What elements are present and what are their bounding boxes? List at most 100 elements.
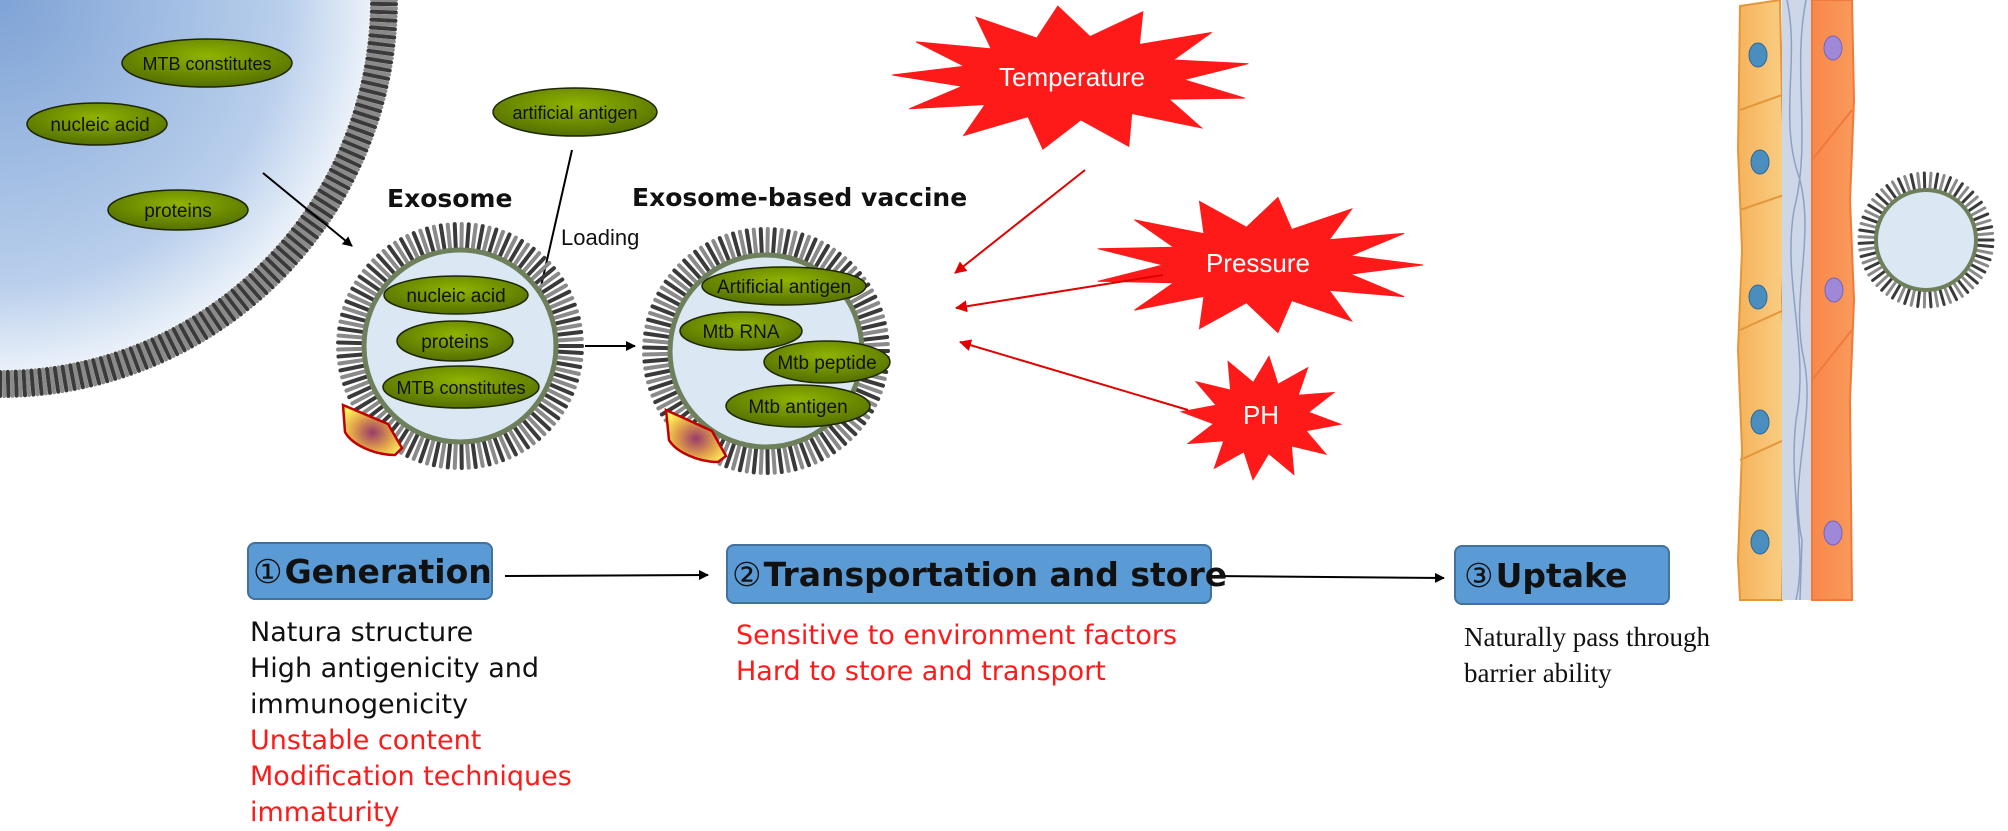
lipid-tick [740, 232, 745, 255]
lipid-tick [1935, 290, 1938, 306]
lipid-tick [754, 449, 756, 473]
lipid-tick [27, 371, 29, 395]
generation-negative-note: Modification techniques [250, 759, 572, 795]
lipid-tick [1859, 243, 1875, 244]
generation-positive-note: immunogenicity [250, 687, 572, 723]
lipid-tick [478, 442, 482, 466]
vaccine-title: Exosome-based vaccine [632, 183, 967, 212]
tissue-barrier [1738, 0, 1854, 600]
lipid-tick [1863, 257, 1878, 262]
factor-label: Temperature [999, 62, 1145, 92]
lipid-tick [761, 449, 762, 473]
lipid-tick [1975, 255, 1990, 260]
factor-label: PH [1243, 400, 1279, 430]
lipid-tick [441, 443, 445, 467]
parent-molecule-mtb-constitutes: MTB constitutes [122, 39, 292, 87]
lipid-tick [338, 354, 362, 356]
lipid-tick [43, 370, 46, 394]
lipid-tick [455, 444, 456, 468]
stage-number: ③ [1464, 556, 1494, 595]
stage-transportation: ② Transportation and store [726, 544, 1212, 604]
lipid-tick [761, 229, 762, 253]
lipid-tick [1860, 230, 1876, 232]
factor-temperature-starburst: Temperature [892, 6, 1248, 149]
exosome-molecule-nucleic-acid: nucleic acid [384, 276, 528, 314]
artificial-antigen-molecule: artificial antigen [493, 88, 657, 136]
pressure-arrow [956, 275, 1163, 308]
lipid-tick [645, 365, 669, 368]
vaccine-molecule-mtb-antigen: Mtb antigen [726, 385, 870, 427]
lipid-tick [1977, 245, 1993, 247]
stage-number: ① [253, 552, 283, 591]
lipid-tick [1905, 176, 1910, 191]
lipid-tick [434, 227, 439, 250]
exosome-molecule-label: MTB constitutes [396, 378, 525, 398]
lipid-tick [455, 224, 456, 248]
exosome: nucleic acid proteins MTB constitutes [338, 224, 582, 468]
lipid-tick [1861, 223, 1877, 227]
cell-nucleus [1751, 530, 1769, 554]
vaccine-molecule-mtb-peptide: Mtb peptide [764, 341, 890, 383]
vaccine-molecule-mtb-rna: Mtb RNA [680, 312, 802, 350]
generation-notes: Natura structure High antigenicity and i… [250, 615, 572, 831]
cell-nucleus [1751, 410, 1769, 434]
stage-label: Generation [285, 552, 492, 591]
exosome-molecule-label: nucleic acid [406, 286, 505, 307]
lipid-tick [473, 225, 476, 249]
lipid-tick [557, 357, 581, 360]
uptake-positive-note: Naturally pass through [1464, 619, 1710, 655]
lipid-tick [644, 347, 668, 348]
exosome-molecule-label: proteins [421, 332, 489, 353]
lipid-tick [557, 332, 581, 335]
lipid-tick [747, 231, 751, 255]
lipid-tick [338, 335, 362, 337]
lipid-tick [555, 318, 578, 323]
lipid-tick [784, 231, 788, 255]
lipid-tick [339, 328, 363, 331]
factor-pressure-starburst: Pressure [1098, 198, 1423, 333]
lipid-tick [1975, 220, 1990, 225]
vaccine-molecule-label: Mtb RNA [702, 322, 779, 343]
ph-arrow [960, 342, 1188, 410]
cell-nucleus [1824, 521, 1842, 545]
lipid-tick [1945, 178, 1951, 193]
lipid-tick [555, 368, 578, 373]
cell-nucleus [1751, 150, 1769, 174]
lipid-tick [1859, 237, 1875, 238]
stage-number: ② [732, 555, 762, 594]
lipid-tick [448, 225, 450, 249]
exosome-molecule-mtb-constitutes: MTB constitutes [383, 366, 539, 408]
cell-nucleus [1749, 285, 1767, 309]
lipid-tick [863, 330, 887, 334]
loading-label: Loading [561, 225, 639, 250]
lipid-tick [448, 444, 450, 468]
cell-nucleus [1749, 43, 1767, 67]
lipid-tick [1860, 248, 1876, 250]
lipid-tick [39, 370, 42, 394]
exosome-vaccine: Artificial antigen Mtb RNA Mtb peptide M… [644, 229, 890, 473]
lipid-tick [1940, 289, 1944, 304]
lipid-tick [1861, 253, 1877, 257]
lipid-tick [24, 371, 26, 395]
lipid-tick [12, 372, 13, 396]
lipid-tick [35, 370, 37, 394]
lipid-tick [557, 363, 581, 367]
lipid-tick [644, 354, 668, 355]
uptake-notes: Naturally pass through barrier ability [1464, 619, 1710, 691]
lipid-tick [773, 229, 775, 253]
lipid-tick [644, 340, 668, 342]
lipid-tick [478, 226, 482, 250]
artificial-antigen-label: artificial antigen [512, 103, 637, 123]
transport-notes: Sensitive to environment factors Hard to… [736, 618, 1177, 690]
lipid-tick [558, 339, 582, 340]
vaccine-molecule-label: Mtb antigen [748, 397, 847, 418]
lipid-tick [467, 444, 469, 468]
lipid-tick [646, 371, 670, 376]
lipid-tick [8, 372, 9, 396]
transport-to-uptake-arrow [1212, 576, 1444, 578]
lipid-tick [372, 16, 396, 17]
lipid-tick [747, 448, 751, 472]
lipid-tick [646, 327, 670, 332]
lipid-tick [31, 371, 33, 395]
parent-molecule-proteins: proteins [108, 190, 248, 230]
